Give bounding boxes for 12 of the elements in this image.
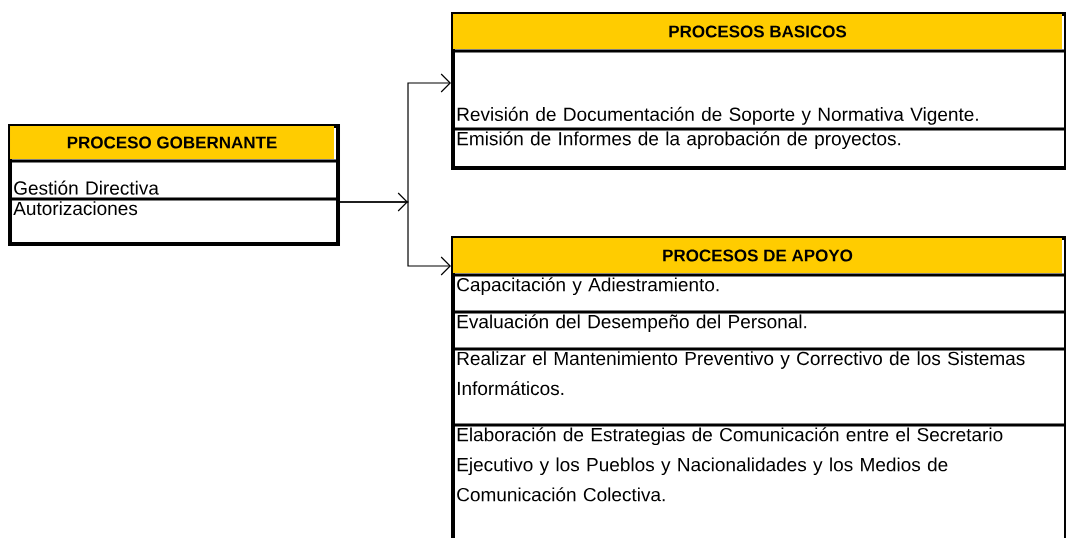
table-cell: Elaboración de Estrategias de Comunicación entre el Secretario Ejecutivo y los Pueblos y Nacionalidades y los Medios de Comunicación Colectiva.: [457, 427, 1003, 502]
table-cell: Emisión de Informes de la aprobación de proyectos.: [457, 131, 901, 150]
table-cell: Gestión Directiva: [14, 180, 159, 195]
header-cell: PROCESO GOBERNANTE: [10, 126, 334, 159]
table-cell: Capacitación y Adiestramiento.: [457, 277, 719, 296]
table-cell: Autorizaciones: [13, 201, 138, 216]
header-cell: PROCESOS BASICOS: [453, 14, 1062, 49]
connector: [339, 201, 451, 276]
table-cell: Revisión de Documentación de Soporte y Normativa Vigente.: [457, 106, 978, 125]
header-cell: PROCESOS DE APOYO: [453, 238, 1062, 273]
table-cell: Realizar el Mantenimiento Preventivo y Correctivo de los Sistemas Informáticos.: [457, 351, 1025, 396]
table-cell: Evaluación del Desempeño del Personal.: [457, 314, 807, 333]
